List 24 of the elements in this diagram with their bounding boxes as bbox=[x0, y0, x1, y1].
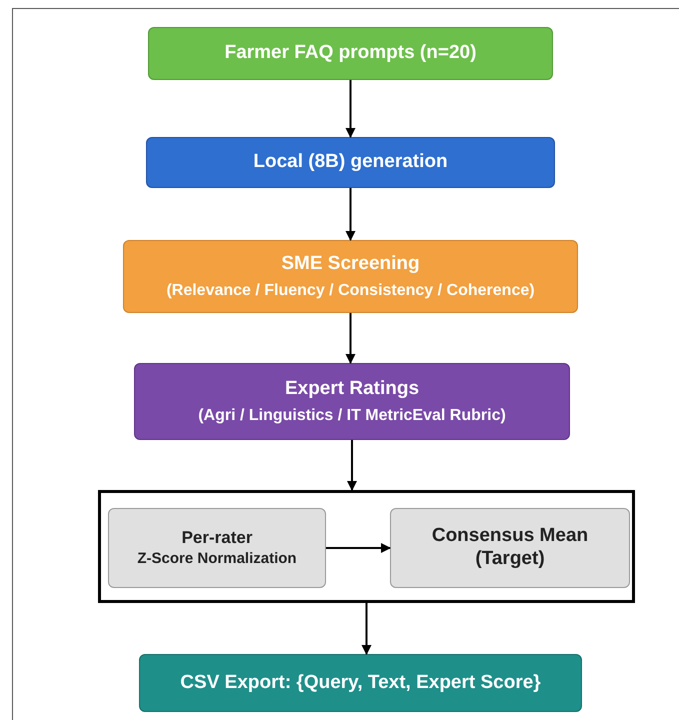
process-box bbox=[108, 508, 326, 588]
process-box bbox=[134, 363, 570, 440]
arrow bbox=[346, 188, 356, 241]
box-subtitle: (Agri / Linguistics / IT MetricEval Rubric) bbox=[198, 406, 506, 426]
process-box bbox=[390, 508, 630, 588]
box-subtitle: (Relevance / Fluency / Consistency / Coherence) bbox=[166, 281, 535, 300]
arrow bbox=[362, 603, 372, 655]
box-title: Local (8B) generation bbox=[253, 151, 448, 174]
box-title: CSV Export: {Query, Text, Expert Score} bbox=[180, 672, 541, 694]
box-title: Expert Ratings bbox=[284, 378, 420, 400]
box-title: Per-rater bbox=[182, 528, 252, 548]
box-title: Farmer FAQ prompts (n=20) bbox=[224, 42, 476, 65]
process-box bbox=[148, 27, 553, 80]
process-box bbox=[146, 137, 555, 188]
box-subtitle: Z-Score Normalization bbox=[137, 550, 297, 568]
arrow bbox=[346, 313, 356, 364]
process-box bbox=[123, 240, 578, 313]
arrow bbox=[326, 543, 391, 553]
arrow bbox=[346, 80, 356, 138]
box-title: SME Screening bbox=[281, 252, 420, 276]
process-box bbox=[139, 654, 582, 712]
arrow bbox=[347, 440, 357, 491]
group-box bbox=[98, 490, 635, 603]
box-title: Consensus Mean (Target) bbox=[431, 525, 589, 571]
